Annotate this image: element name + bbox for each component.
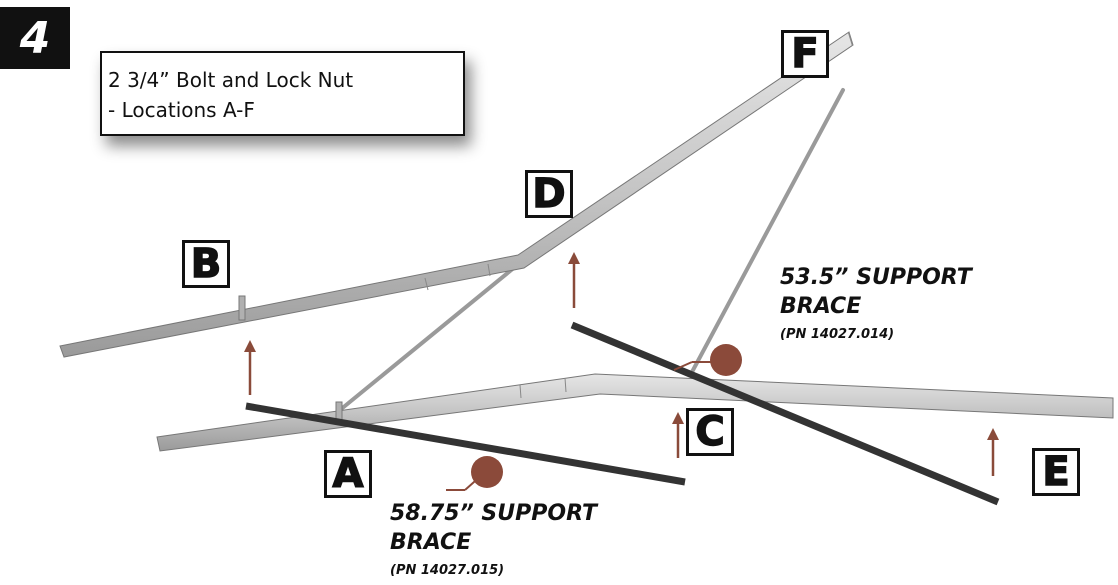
- brace-535-part-number: (PN 14027.014): [780, 327, 895, 342]
- brace-535-title: 53.5” SUPPORT BRACE: [780, 263, 972, 321]
- location-label-a: A: [324, 450, 372, 498]
- support-braces: [245, 321, 1000, 506]
- callout-line-1: 2 3/4” Bolt and Lock Nut: [108, 68, 354, 92]
- location-label-e: E: [1032, 448, 1080, 496]
- brace-535-dot: [710, 344, 742, 376]
- diagonal-struts: [338, 88, 845, 412]
- brace-5875-part-number: (PN 14027.015): [390, 563, 505, 578]
- step-number-badge: 4: [0, 7, 70, 69]
- hardware-callout-box: 2 3/4” Bolt and Lock Nut - Locations A-F: [100, 51, 465, 136]
- location-label-b: B: [182, 240, 230, 288]
- brace-535-title-line-1: 53.5” SUPPORT: [780, 265, 972, 290]
- brace-535-title-line-2: BRACE: [780, 294, 862, 319]
- location-label-d: D: [525, 170, 573, 218]
- brace-5875-title-line-1: 58.75” SUPPORT: [390, 501, 598, 526]
- back-frame-tube: [59, 31, 854, 358]
- brace-5875-title-line-2: BRACE: [390, 530, 472, 555]
- location-label-c: C: [686, 408, 734, 456]
- brace-5875-title: 58.75” SUPPORT BRACE: [390, 499, 597, 557]
- assembly-arrows: [244, 252, 999, 476]
- brace-markers: [446, 344, 742, 491]
- brace-5875-dot: [471, 456, 503, 488]
- location-label-f: F: [781, 30, 829, 78]
- callout-line-2: - Locations A-F: [108, 98, 255, 122]
